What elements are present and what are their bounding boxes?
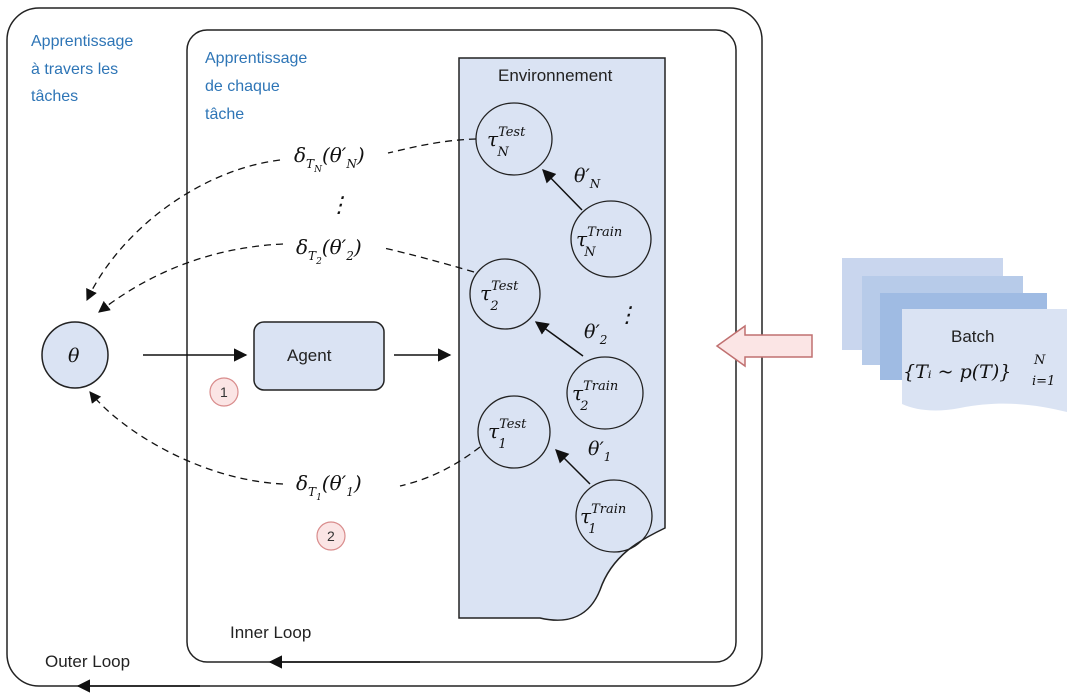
- dashed-test-2-to-delta-2: [383, 247, 475, 273]
- step-2-badge: [316, 521, 346, 551]
- agent-box: [253, 321, 385, 391]
- batch-page-4: [902, 309, 1067, 412]
- step-1-badge: [209, 377, 239, 407]
- batch-input-arrow: [715, 324, 813, 368]
- tau-train-1-node: [575, 479, 653, 553]
- step-1-label: 1: [220, 384, 228, 400]
- theta-node: [41, 321, 109, 389]
- step-2-label: 2: [327, 528, 335, 544]
- agent-label: Agent: [287, 346, 332, 365]
- arrow-train-1-to-test-1: [555, 449, 591, 485]
- delta-1-label: δT1(θ′1): [296, 471, 362, 503]
- vdots-delta: ⋮: [328, 193, 350, 218]
- theta-prime-N-label: θ′N: [574, 165, 601, 191]
- arrow-train-2-to-test-2: [534, 321, 584, 357]
- batch-formula: {Tᵢ ~ p(T)} N i=1: [903, 351, 1055, 389]
- delta-N-label: δTN(θ′N): [294, 143, 365, 175]
- vdots-env: ⋮: [616, 303, 638, 328]
- delta-2-label: δT2(θ′2): [296, 235, 362, 267]
- outer-title-line1: Apprentissage: [31, 33, 133, 50]
- dashed-delta-1-to-theta: [89, 391, 284, 485]
- dashed-delta-2-to-theta: [98, 243, 284, 313]
- batch-label: Batch: [951, 327, 994, 346]
- dashed-test-1-to-delta-1: [399, 446, 481, 487]
- arrow-train-N-to-test-N: [542, 169, 583, 211]
- inner-title-line2: de chaque: [205, 78, 280, 95]
- tau-test-1-node: [477, 395, 551, 469]
- outer-title-line3: tâches: [31, 88, 78, 105]
- inner-loop-label: Inner Loop: [230, 623, 311, 642]
- tau-test-2-node: [469, 258, 541, 330]
- dashed-delta-N-to-theta: [86, 159, 281, 302]
- inner-title-line1: Apprentissage: [205, 50, 307, 67]
- theta-label: θ: [68, 345, 80, 367]
- tau-train-N-node: [570, 200, 652, 278]
- environment-label: Environnement: [498, 66, 613, 85]
- theta-prime-2-label: θ′2: [584, 321, 607, 347]
- dashed-test-N-to-delta-N: [387, 138, 477, 154]
- inner-title-line3: tâche: [205, 106, 244, 123]
- tau-train-2-node: [566, 356, 644, 430]
- outer-title-line2: à travers les: [31, 61, 118, 78]
- outer-loop-label: Outer Loop: [45, 652, 130, 671]
- theta-prime-1-label: θ′1: [588, 438, 611, 464]
